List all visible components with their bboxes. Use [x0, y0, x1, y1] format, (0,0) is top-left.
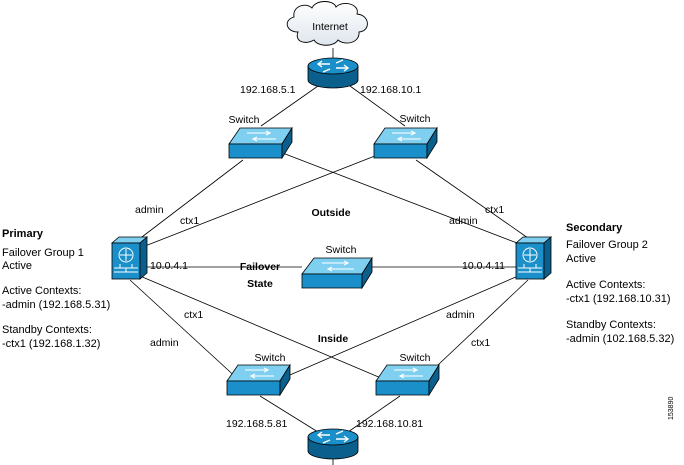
switch-label-bottom-right: Switch: [400, 352, 431, 364]
secondary-group: Failover Group 2: [566, 239, 648, 251]
link-label-admin-top-left: admin: [135, 204, 164, 216]
secondary-active-heading: Active Contexts:: [566, 279, 645, 291]
switch-label-bottom-left: Switch: [255, 352, 286, 364]
link-label-ctx1-top-left: ctx1: [180, 215, 199, 227]
secondary-title: Secondary: [566, 222, 623, 234]
primary-standby-item: -ctx1 (192.168.1.32): [2, 338, 100, 350]
secondary-active-item: -ctx1 (192.168.10.31): [566, 293, 671, 305]
primary-title: Primary: [2, 228, 44, 240]
ip-bottom-left: 192.168.5.81: [226, 418, 287, 430]
link-label-ctx1-bottom-right: ctx1: [471, 337, 490, 349]
zone-failover: Failover: [240, 261, 280, 273]
link-label-ctx1-top-right: ctx1: [485, 204, 504, 216]
primary-status: Active: [2, 260, 32, 272]
link-secondary-switch-bl: [275, 275, 519, 382]
internet-cloud: Internet: [286, 1, 368, 46]
link-router-switch-tl: [260, 85, 319, 127]
switch-label-failover: Switch: [326, 244, 357, 256]
switch-arrows-icon: [247, 130, 276, 142]
primary-active-item: -admin (192.168.5.31): [2, 299, 110, 311]
switch-arrows-icon: [392, 130, 421, 142]
link-switch-tl-secondary: [279, 151, 518, 244]
switch-top-right: [373, 126, 438, 160]
context-labels: admin ctx1 admin ctx1 ctx1 admin admin c…: [135, 204, 504, 349]
ip-failover-right: 10.0.4.11: [462, 260, 505, 272]
firewall-icon: [518, 247, 542, 273]
ip-failover-left: 10.0.4.1: [150, 260, 188, 272]
link-primary-switch-br: [139, 275, 389, 382]
link-switch-tr-primary: [139, 151, 386, 249]
zone-labels: Outside Inside Failover State: [240, 207, 351, 345]
link-secondary-switch-br: [420, 279, 529, 382]
link-label-admin-top-right: admin: [449, 215, 478, 227]
primary-info: Primary Failover Group 1 Active Active C…: [2, 228, 110, 350]
switch-bottom-left: [226, 363, 291, 397]
secondary-info: Secondary Failover Group 2 Active Active…: [566, 222, 674, 345]
switch-label-top-right: Switch: [400, 113, 431, 125]
primary-group: Failover Group 1: [2, 247, 84, 259]
zone-state: State: [247, 278, 273, 290]
zone-inside: Inside: [318, 333, 349, 345]
router-bottom: [307, 428, 359, 460]
secondary-standby-heading: Standby Contexts:: [566, 319, 656, 331]
zone-outside: Outside: [311, 207, 350, 219]
firewall-secondary: [514, 236, 553, 280]
link-label-ctx1-bottom-left: ctx1: [184, 309, 203, 321]
link-router-switch-tr: [349, 85, 406, 127]
link-switch-tl-primary: [133, 159, 244, 244]
secondary-status: Active: [566, 253, 596, 265]
switch-failover: [301, 256, 373, 290]
link-label-admin-bottom-left: admin: [150, 337, 179, 349]
switch-arrows-icon: [245, 367, 274, 379]
ip-bottom-right: 192.168.10.81: [356, 418, 423, 430]
link-label-admin-bottom-right: admin: [446, 309, 475, 321]
switch-bottom-right: [375, 363, 440, 397]
ip-labels: 192.168.5.1 192.168.10.1 192.168.5.81 19…: [150, 84, 505, 430]
ip-top-left: 192.168.5.1: [240, 84, 296, 96]
connection-lines: [129, 48, 529, 465]
switch-arrows-icon: [322, 260, 354, 272]
switch-arrows-icon: [394, 367, 423, 379]
switch-labels: Switch Switch Switch Switch Switch: [229, 113, 431, 364]
primary-active-heading: Active Contexts:: [2, 285, 81, 297]
router-top: [307, 57, 359, 89]
primary-standby-heading: Standby Contexts:: [2, 324, 92, 336]
router-arrows-icon: [316, 430, 350, 444]
firewall-primary: [110, 236, 149, 280]
router-arrows-icon: [316, 59, 350, 73]
internet-label: Internet: [312, 21, 348, 33]
ip-top-right: 192.168.10.1: [360, 84, 421, 96]
secondary-standby-item: -admin (102.168.5.32): [566, 333, 674, 345]
link-primary-switch-bl: [129, 279, 241, 382]
link-switch-br-router: [347, 395, 401, 433]
firewall-icon: [114, 247, 138, 273]
figure-id: 153890: [668, 397, 675, 420]
switch-label-top-left: Switch: [229, 114, 260, 126]
link-switch-bl-router: [259, 395, 319, 433]
link-switch-tr-secondary: [415, 159, 529, 239]
switch-top-left: [228, 126, 293, 160]
